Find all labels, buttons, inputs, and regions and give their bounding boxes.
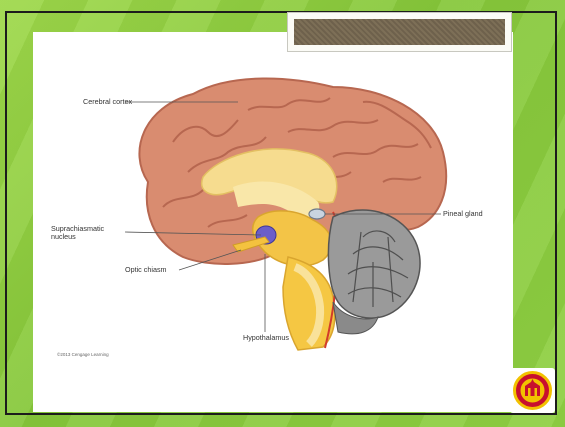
label-optic-chiasm: Optic chiasm xyxy=(125,266,167,274)
label-cerebral-cortex: Cerebral cortex xyxy=(83,98,132,106)
label-suprachiasmatic-nucleus: Suprachiasmatic nucleus xyxy=(51,225,104,241)
pineal-gland xyxy=(309,209,325,219)
copyright-text: ©2013 Cengage Learning xyxy=(57,352,109,357)
content-panel: Cerebral cortex Suprachiasmatic nucleus … xyxy=(33,32,513,412)
label-hypothalamus: Hypothalamus xyxy=(243,334,289,342)
university-seal-icon xyxy=(510,368,555,413)
title-placeholder xyxy=(287,12,512,52)
title-texture xyxy=(294,19,505,45)
label-pineal-gland: Pineal gland xyxy=(443,210,483,218)
